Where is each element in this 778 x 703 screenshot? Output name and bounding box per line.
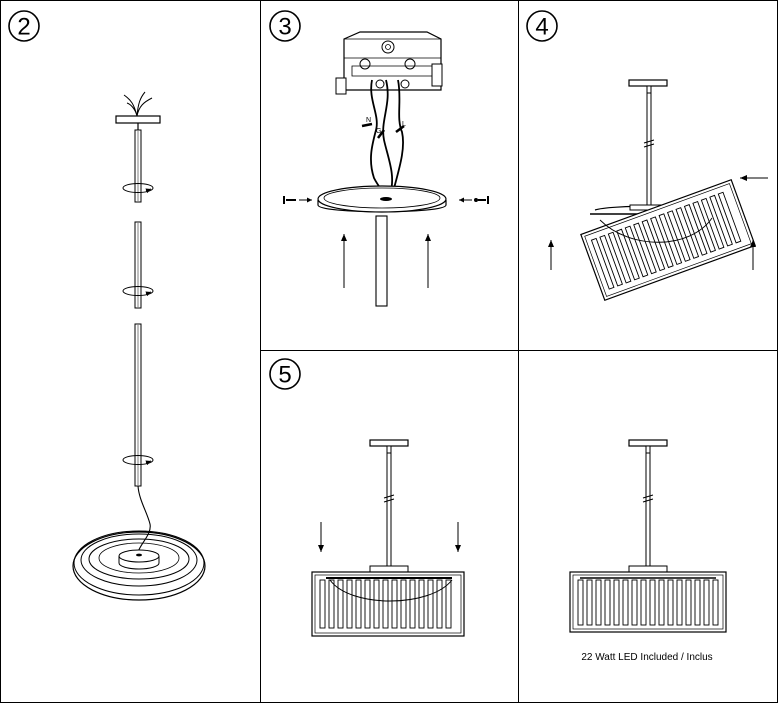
wire-label-ground: G [376, 128, 381, 135]
screw-left [283, 196, 312, 204]
step-number-5: 5 [278, 362, 291, 389]
led-caption: 22 Watt LED Included / Inclus [581, 652, 712, 663]
step-4-panel: 4 [526, 10, 768, 302]
step-5-panel: 5 [269, 358, 465, 637]
step-5-drawing [311, 439, 465, 637]
step-4-drawing [548, 79, 768, 302]
shade-step-5 [311, 571, 465, 637]
final-drawing [569, 439, 727, 633]
step-3-drawing: N G L [283, 31, 489, 307]
tilted-shade [580, 178, 756, 302]
canopy-plate [317, 185, 447, 213]
wire-label-neutral: N [366, 117, 371, 124]
step-2-panel: 2 [8, 10, 206, 601]
step-2-drawing [72, 91, 206, 601]
junction-box [335, 31, 443, 95]
screw-right [459, 196, 489, 204]
wire-label-live: L [402, 121, 406, 128]
step-4-badge: 4 [526, 10, 558, 42]
step-number-3: 3 [278, 14, 291, 41]
final-panel: 22 Watt LED Included / Inclus [569, 439, 727, 663]
step-number-4: 4 [535, 14, 548, 41]
step-3-panel: 3 N [269, 10, 489, 307]
shade-final [569, 571, 727, 633]
step-5-badge: 5 [269, 358, 301, 390]
step-number-2: 2 [17, 14, 30, 41]
step-3-badge: 3 [269, 10, 301, 42]
step-2-badge: 2 [8, 10, 40, 42]
